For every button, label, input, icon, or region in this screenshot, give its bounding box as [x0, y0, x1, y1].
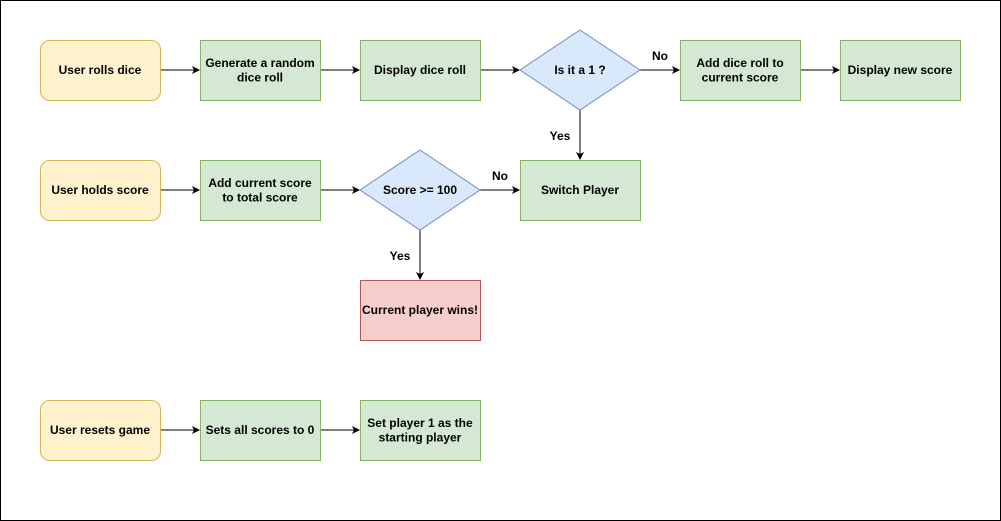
- node-shape: [360, 40, 481, 101]
- node-shape: [40, 160, 161, 221]
- node-label: current score: [702, 70, 779, 84]
- node-shape: [200, 40, 321, 101]
- node-label: Set player 1 as the: [367, 416, 473, 430]
- node-label: Score >= 100: [383, 183, 457, 197]
- node-user-resets-game: User resets game: [40, 400, 161, 461]
- node-label: User rolls dice: [59, 63, 142, 77]
- edge-label-score-yes: Yes: [390, 249, 411, 263]
- node-label: Current player wins!: [362, 303, 478, 317]
- node-shape: [520, 160, 641, 221]
- node-label: Switch Player: [541, 183, 619, 197]
- node-shape: [359, 149, 481, 231]
- node-label: User holds score: [51, 183, 149, 197]
- node-shape: [519, 29, 641, 111]
- node-label: Generate a random: [205, 56, 314, 70]
- edge-label-isone-no: No: [652, 49, 668, 63]
- node-label: starting player: [379, 430, 462, 444]
- edge-label-isone-yes: Yes: [550, 129, 571, 143]
- node-score-check: Score >= 100: [359, 149, 481, 231]
- node-label: Is it a 1 ?: [554, 63, 605, 77]
- node-shape: [200, 400, 321, 461]
- edge-label-score-no: No: [492, 169, 508, 183]
- node-label: Add dice roll to: [696, 56, 783, 70]
- node-label: User resets game: [50, 423, 150, 437]
- node-shape: [200, 160, 321, 221]
- node-shape: [40, 40, 161, 101]
- node-user-rolls-dice: User rolls dice: [40, 40, 161, 101]
- node-set-scores-zero: Sets all scores to 0: [200, 400, 321, 461]
- node-label: to total score: [222, 190, 298, 204]
- node-shape: [680, 40, 801, 101]
- node-display-new-score: Display new score: [840, 40, 961, 101]
- node-is-it-a-one: Is it a 1 ?: [519, 29, 641, 111]
- node-label: Display new score: [848, 63, 953, 77]
- node-display-dice-roll: Display dice roll: [360, 40, 481, 101]
- node-label: Display dice roll: [374, 63, 466, 77]
- node-shape: [360, 400, 481, 461]
- node-shape: [40, 400, 161, 461]
- node-label: dice roll: [237, 70, 283, 84]
- node-shape: [360, 280, 481, 341]
- node-label: Sets all scores to 0: [206, 423, 315, 437]
- node-current-player-wins: Current player wins!: [360, 280, 481, 341]
- node-switch-player: Switch Player: [520, 160, 641, 221]
- node-user-holds-score: User holds score: [40, 160, 161, 221]
- node-label: Add current score: [208, 176, 312, 190]
- node-shape: [840, 40, 961, 101]
